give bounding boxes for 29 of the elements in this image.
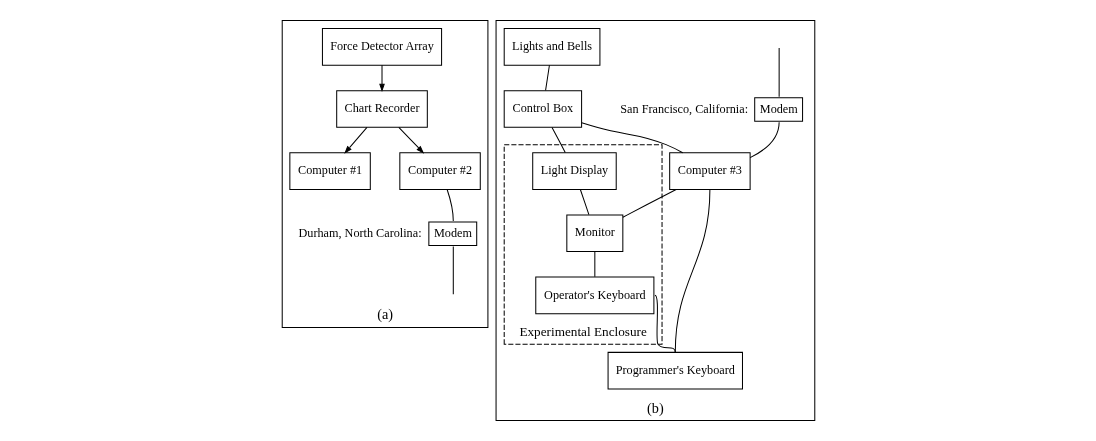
connector [544,64,550,91]
connector [593,251,595,278]
node-box: Modem [753,97,803,122]
arrow [397,126,424,154]
connector [452,245,454,295]
node-label: San Francisco, California: [619,101,748,116]
node-box: Chart Recorder [335,90,428,128]
node-box: Computer #1 [288,152,371,190]
node-box: Force Detector Array [321,28,442,66]
arrow [343,126,367,154]
node-box: Operator's Keyboard [534,276,654,315]
node-box: Control Box [503,90,582,128]
connector [579,189,589,216]
connector [674,188,710,353]
connector [749,121,780,159]
node-box: Computer #3 [668,152,751,190]
connector [551,126,566,154]
node-box: Programmer's Keyboard [607,351,743,390]
connector [621,189,677,218]
connector [446,188,454,222]
node-label: Durham, North Carolina: [298,225,422,240]
node-box: Modem [427,221,477,246]
node-box: Light Display [531,152,617,190]
node-box: Monitor [565,214,623,253]
arrow [378,64,385,92]
connector [778,47,780,98]
node-box: Computer #2 [398,152,481,190]
connector [580,122,683,154]
node-box: Lights and Bells [503,28,600,66]
